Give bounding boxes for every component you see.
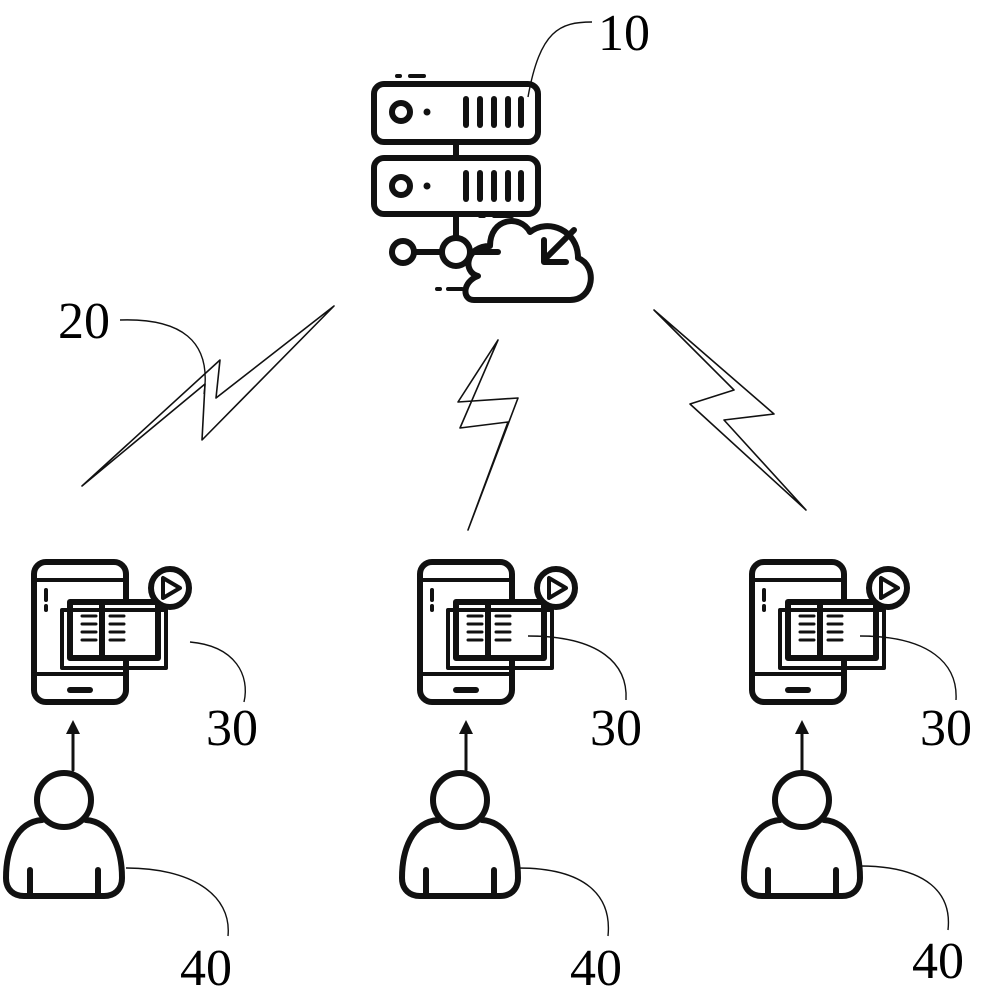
user-leader-line bbox=[125, 867, 229, 937]
server-leader-line bbox=[527, 21, 593, 98]
phone-ebook-video-icon bbox=[34, 562, 189, 702]
user-left bbox=[6, 773, 122, 896]
phone-ebook-video-icon bbox=[752, 562, 907, 702]
server-label: 10 bbox=[598, 5, 650, 62]
lightning-link-icon bbox=[653, 309, 807, 511]
user-leader-line bbox=[859, 865, 950, 931]
user-label-right: 40 bbox=[912, 933, 964, 990]
user-icon bbox=[402, 773, 518, 896]
link-leader-line bbox=[119, 319, 206, 395]
phone-ebook-video-icon bbox=[420, 562, 575, 702]
user-leader-line bbox=[517, 867, 610, 937]
user-right bbox=[744, 773, 860, 896]
server-cloud-icon bbox=[371, 74, 594, 303]
device-leader-line bbox=[189, 641, 246, 703]
user-center bbox=[402, 773, 518, 896]
device-label-left: 30 bbox=[206, 700, 258, 757]
device-center bbox=[420, 562, 575, 702]
device-left bbox=[34, 562, 189, 702]
device-label-right: 30 bbox=[920, 700, 972, 757]
user-icon bbox=[744, 773, 860, 896]
lightning-link-icon bbox=[457, 339, 519, 531]
link-label: 20 bbox=[58, 293, 110, 350]
user-label-left: 40 bbox=[180, 940, 232, 991]
lightning-link-icon bbox=[81, 305, 335, 487]
device-label-center: 30 bbox=[590, 700, 642, 757]
device-right bbox=[752, 562, 907, 702]
device-leader-line bbox=[527, 635, 627, 701]
user-label-center: 40 bbox=[570, 940, 622, 991]
device-leader-line bbox=[859, 635, 957, 701]
user-icon bbox=[6, 773, 122, 896]
